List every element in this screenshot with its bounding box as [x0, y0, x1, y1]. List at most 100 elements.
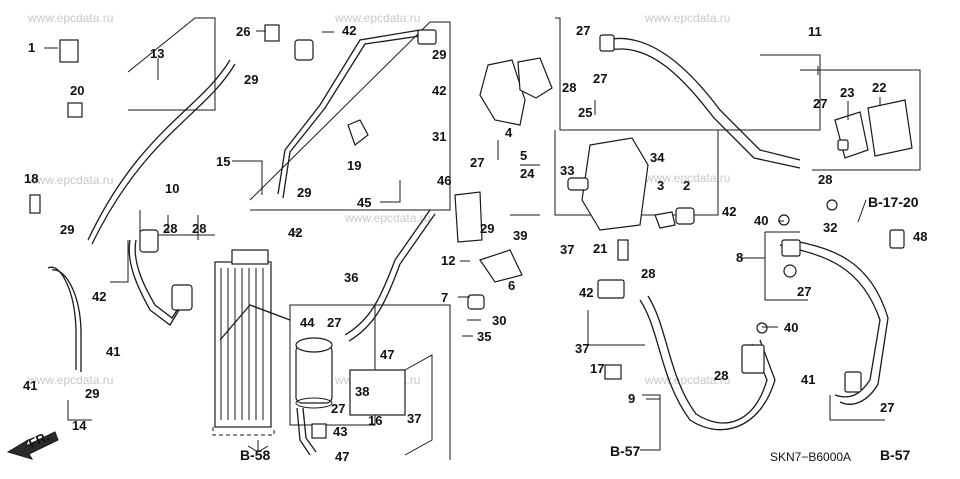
callout-26: 26 — [236, 24, 250, 39]
callout-47: 47 — [335, 449, 349, 464]
ref-b17-20: B-17-20 — [868, 194, 919, 210]
watermark: www.epcdata.ru — [334, 11, 420, 25]
callout-28: 28 — [562, 80, 576, 95]
callout-28: 28 — [192, 221, 206, 236]
callout-13: 13 — [150, 46, 164, 61]
callout-6: 6 — [508, 278, 515, 293]
callout-18: 18 — [24, 171, 38, 186]
callout-42: 42 — [342, 23, 356, 38]
callout-15: 15 — [216, 154, 230, 169]
watermark: www.epcdata.ru — [27, 11, 113, 25]
callout-27: 27 — [880, 400, 894, 415]
callout-48: 48 — [913, 229, 927, 244]
callout-29: 29 — [480, 221, 494, 236]
callout-27: 27 — [576, 23, 590, 38]
callout-37: 37 — [407, 411, 421, 426]
callout-29: 29 — [85, 386, 99, 401]
callout-28: 28 — [163, 221, 177, 236]
callout-9: 9 — [628, 391, 635, 406]
callout-46: 46 — [437, 173, 451, 188]
ref-b57-right: B-57 — [880, 447, 911, 463]
callout-1: 1 — [28, 40, 35, 55]
section-references: B-17-20 B-57 B-57 B-58 SKN7−B6000A — [240, 194, 919, 464]
front-label: FR. — [26, 429, 51, 451]
condenser — [212, 249, 275, 453]
callout-36: 36 — [344, 270, 358, 285]
receiver-dryer — [295, 337, 433, 456]
callout-42: 42 — [722, 204, 736, 219]
callout-45: 45 — [357, 195, 371, 210]
callout-37: 37 — [575, 341, 589, 356]
callout-37: 37 — [560, 242, 574, 257]
callout-19: 19 — [347, 158, 361, 173]
ref-b57-left: B-57 — [610, 443, 641, 459]
callout-29: 29 — [432, 47, 446, 62]
callout-43: 43 — [333, 424, 347, 439]
callout-29: 29 — [297, 185, 311, 200]
callout-7: 7 — [441, 290, 448, 305]
callout-27: 27 — [327, 315, 341, 330]
callout-29: 29 — [60, 222, 74, 237]
leader-lines — [44, 30, 881, 400]
callout-8: 8 — [736, 250, 743, 265]
callout-14: 14 — [72, 418, 87, 433]
callout-5: 5 — [520, 148, 527, 163]
callout-17: 17 — [590, 361, 604, 376]
watermark: www.epcdata.ru — [27, 373, 113, 387]
watermark: www.epcdata.ru — [644, 373, 730, 387]
callout-28: 28 — [818, 172, 832, 187]
callout-34: 34 — [650, 150, 665, 165]
callout-28: 28 — [641, 266, 655, 281]
hoses-pipes — [47, 29, 889, 456]
callout-2: 2 — [683, 178, 690, 193]
callout-42: 42 — [579, 285, 593, 300]
components — [29, 24, 913, 439]
callout-40: 40 — [754, 213, 768, 228]
ref-b58: B-58 — [240, 447, 271, 463]
callout-3: 3 — [657, 178, 664, 193]
callout-23: 23 — [840, 85, 854, 100]
callout-25: 25 — [578, 105, 592, 120]
watermark: www.epcdata.ru — [644, 11, 730, 25]
callout-27: 27 — [813, 96, 827, 111]
callout-20: 20 — [70, 83, 84, 98]
callout-21: 21 — [593, 241, 607, 256]
callout-41: 41 — [106, 344, 120, 359]
callout-28: 28 — [714, 368, 728, 383]
callout-10: 10 — [165, 181, 179, 196]
watermark: www.epcdata.ru — [27, 173, 113, 187]
diagram-code: SKN7−B6000A — [770, 450, 851, 464]
callout-35: 35 — [477, 329, 491, 344]
callout-12: 12 — [441, 253, 455, 268]
callout-41: 41 — [23, 378, 37, 393]
callout-41: 41 — [801, 372, 815, 387]
callout-16: 16 — [368, 413, 382, 428]
watermark: www.epcdata.ru — [344, 211, 430, 225]
callout-30: 30 — [492, 313, 506, 328]
callout-33: 33 — [560, 163, 574, 178]
callout-27: 27 — [331, 401, 345, 416]
callout-27: 27 — [593, 71, 607, 86]
callout-22: 22 — [872, 80, 886, 95]
callout-39: 39 — [513, 228, 527, 243]
callout-32: 32 — [823, 220, 837, 235]
group-frames — [67, 17, 921, 460]
callout-labels: 1 2 3 4 5 6 7 8 9 10 11 12 13 14 15 16 1… — [23, 23, 927, 464]
callout-4: 4 — [505, 125, 513, 140]
callout-42: 42 — [288, 225, 302, 240]
callout-27: 27 — [797, 284, 811, 299]
callout-27: 27 — [470, 155, 484, 170]
callout-47: 47 — [380, 347, 394, 362]
callout-24: 24 — [520, 166, 535, 181]
callout-38: 38 — [355, 384, 369, 399]
front-arrow: FR. — [6, 429, 59, 460]
callout-44: 44 — [300, 315, 315, 330]
callout-29: 29 — [244, 72, 258, 87]
callout-42: 42 — [92, 289, 106, 304]
callout-11: 11 — [808, 24, 822, 39]
callout-31: 31 — [432, 129, 446, 144]
callout-40: 40 — [784, 320, 798, 335]
callout-42: 42 — [432, 83, 446, 98]
watermark: www.epcdata.ru — [644, 171, 730, 185]
